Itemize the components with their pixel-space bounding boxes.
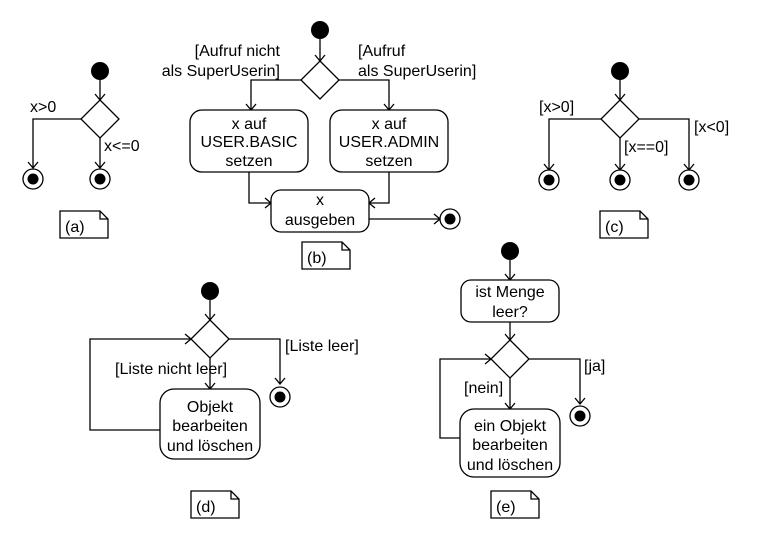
guard-label: [Liste nicht leer] (115, 361, 227, 378)
caption-label: (d) (196, 499, 216, 516)
final-node (678, 169, 700, 191)
initial-node (311, 21, 329, 39)
final-node (538, 169, 560, 191)
action-node-check: ist Menge leer? (460, 279, 560, 323)
final-node (269, 386, 291, 408)
final-node (89, 168, 111, 190)
final-node (569, 405, 591, 427)
guard-label: [nein] (464, 380, 503, 397)
initial-node (501, 242, 519, 260)
guard-label: x<=0 (104, 138, 140, 155)
caption-note: (d) (190, 490, 240, 519)
caption-label: (e) (496, 499, 516, 516)
diagram-c: [x>0] [x==0] [x<0] (c) (538, 62, 729, 239)
diagram-a: x>0 x<=0 (a) (22, 62, 140, 239)
action-node-process: Objekt bearbeiten und löschen (159, 388, 261, 460)
decision-node (300, 60, 340, 100)
action-label: ein Objekt (474, 418, 547, 435)
guard-label: [x==0] (624, 139, 668, 156)
decision-node (190, 319, 230, 359)
diagram-e: ist Menge leer? ein Objekt bearbeiten un… (439, 242, 605, 519)
action-label: und löschen (167, 438, 253, 455)
guard-label: als SuperUserin] (162, 63, 280, 80)
action-node-set-admin: x auf USER.ADMIN setzen (329, 109, 449, 173)
action-label: bearbeiten (172, 418, 248, 435)
action-node-output: x ausgeben (270, 189, 370, 233)
final-node (609, 169, 631, 191)
action-label: bearbeiten (472, 437, 548, 454)
action-label: USER.BASIC (201, 134, 298, 151)
caption-label: (c) (605, 219, 624, 236)
action-node-set-basic: x auf USER.BASIC setzen (189, 109, 309, 173)
action-label: ausgeben (285, 212, 355, 229)
guard-label: [Aufruf (358, 43, 406, 60)
decision-node (80, 99, 120, 139)
guard-label: als SuperUserin] (358, 63, 476, 80)
guard-label: [x<0] (694, 119, 729, 136)
action-label: USER.ADMIN (339, 134, 439, 151)
action-label: x auf (232, 116, 267, 133)
final-node (22, 168, 44, 190)
action-label: leer? (492, 304, 528, 321)
caption-note: (b) (301, 241, 351, 270)
caption-note: (a) (59, 210, 109, 239)
caption-note: (e) (490, 490, 540, 519)
diagram-d: Objekt bearbeiten und löschen [Liste nic… (89, 282, 359, 519)
action-label: ist Menge (475, 284, 544, 301)
decision-node (490, 339, 530, 379)
action-label: setzen (365, 153, 412, 170)
action-label: x auf (372, 116, 407, 133)
action-label: setzen (225, 153, 272, 170)
caption-note: (c) (599, 210, 649, 239)
initial-node (201, 282, 219, 300)
guard-label: [Liste leer] (285, 338, 359, 355)
final-node (439, 208, 461, 230)
guard-label: [x>0] (539, 99, 574, 116)
action-label: und löschen (467, 457, 553, 474)
initial-node (611, 62, 629, 80)
action-label: x (316, 192, 324, 209)
guard-label: [ja] (584, 358, 605, 375)
guard-label: x>0 (30, 99, 56, 116)
decision-node (600, 99, 640, 139)
initial-node (91, 62, 109, 80)
diagram-b: x auf USER.BASIC setzen x auf USER.ADMIN… (162, 21, 476, 270)
action-label: Objekt (187, 399, 234, 416)
caption-label: (b) (307, 250, 327, 267)
guard-label: [Aufruf nicht (195, 43, 281, 60)
caption-label: (a) (65, 219, 85, 236)
action-node-process: ein Objekt bearbeiten und löschen (459, 408, 561, 478)
